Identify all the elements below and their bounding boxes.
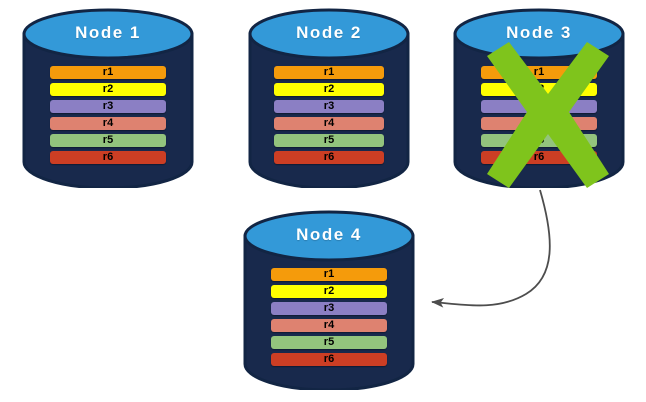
row-r4[interactable]: r4 [50, 117, 166, 130]
row-stack-3: r1 r2 r3 r4 r5 r6 [481, 66, 597, 164]
row-r5[interactable]: r5 [481, 134, 597, 147]
row-r3[interactable]: r3 [481, 100, 597, 113]
arrow-node3-to-node4 [431, 189, 551, 308]
row-r3[interactable]: r3 [274, 100, 384, 113]
row-r5[interactable]: r5 [271, 336, 387, 349]
row-r3[interactable]: r3 [50, 100, 166, 113]
row-r6[interactable]: r6 [271, 353, 387, 366]
row-r3[interactable]: r3 [271, 302, 387, 315]
row-r4[interactable]: r4 [271, 319, 387, 332]
row-r5[interactable]: r5 [50, 134, 166, 147]
row-stack-1: r1 r2 r3 r4 r5 r6 [50, 66, 166, 164]
row-r2[interactable]: r2 [481, 83, 597, 96]
row-r2[interactable]: r2 [274, 83, 384, 96]
row-r5[interactable]: r5 [274, 134, 384, 147]
row-r1[interactable]: r1 [274, 66, 384, 79]
node-cylinder-1[interactable]: Node 1 r1 r2 r3 r4 r5 r6 [22, 8, 194, 188]
row-r2[interactable]: r2 [271, 285, 387, 298]
node-cylinder-2[interactable]: Node 2 r1 r2 r3 r4 r5 r6 [248, 8, 410, 188]
row-r4[interactable]: r4 [274, 117, 384, 130]
row-r6[interactable]: r6 [50, 151, 166, 164]
node-cylinder-3[interactable]: Node 3 r1 r2 r3 r4 r5 r6 [453, 8, 625, 188]
row-stack-4: r1 r2 r3 r4 r5 r6 [271, 268, 387, 366]
row-stack-2: r1 r2 r3 r4 r5 r6 [274, 66, 384, 164]
row-r2[interactable]: r2 [50, 83, 166, 96]
row-r1[interactable]: r1 [50, 66, 166, 79]
node-cylinder-4[interactable]: Node 4 r1 r2 r3 r4 r5 r6 [243, 210, 415, 390]
row-r6[interactable]: r6 [274, 151, 384, 164]
row-r1[interactable]: r1 [481, 66, 597, 79]
row-r4[interactable]: r4 [481, 117, 597, 130]
row-r1[interactable]: r1 [271, 268, 387, 281]
row-r6[interactable]: r6 [481, 151, 597, 164]
